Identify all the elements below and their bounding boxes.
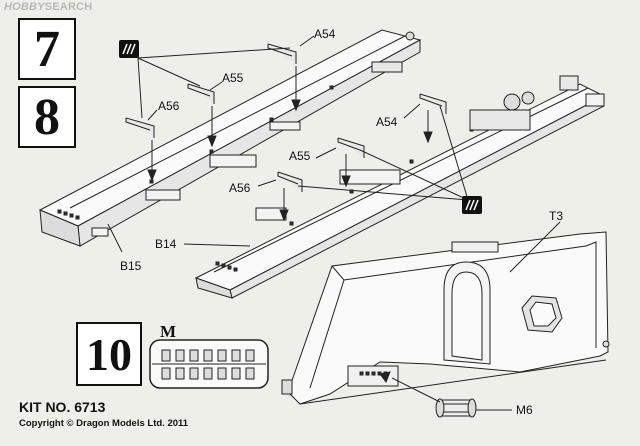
bracket-a54-top [267,43,297,64]
plate-t3-part [281,231,610,405]
glue-leader-5 [359,149,469,201]
glue-leader-6 [297,185,469,201]
leader-b15 [107,223,123,253]
watermark: HOBBYSEARCH [4,1,92,13]
bracket-a56-top [125,117,155,138]
label-a55-bottom: A55 [289,149,311,163]
sprue-letter: M [160,322,177,341]
step-10-label: 10 [86,328,132,380]
label-a56-bottom: A56 [229,181,251,195]
leader-t3 [509,221,561,273]
fender-b14-part [194,75,606,299]
label-m6: M6 [516,403,533,417]
glue-leader-4 [439,105,469,201]
arrow-a56-top [147,140,157,182]
label-a56-top: A56 [158,99,180,113]
watermark-brand: HOBBY [4,1,45,13]
glue-leader-1 [137,47,291,59]
arrow-m6 [379,371,441,403]
step-number-7: 7 [18,18,76,80]
part-m6 [435,398,477,418]
label-t3: T3 [549,209,563,223]
leader-a54-top [299,35,315,47]
step-number-10: 10 [76,322,142,386]
arrow-a56-bottom [279,188,289,222]
bracket-a54-bottom [419,93,447,114]
fender-b15-part [38,29,422,247]
cement-glue-icon [462,196,482,214]
label-a55-top: A55 [222,71,244,85]
leader-b14 [183,243,251,247]
label-b14: B14 [155,237,177,251]
sprue-m-frame [149,339,269,389]
watermark-suffix: SEARCH [44,1,93,13]
leader-a56-top [147,109,158,121]
glue-leader-2 [137,57,201,87]
step-number-8: 8 [18,86,76,148]
label-a54-top: A54 [314,27,336,41]
cement-glue-icon [119,40,139,58]
leader-a54-bottom [403,103,421,119]
step-7-label: 7 [34,20,60,78]
arrow-a54-bottom [423,110,433,144]
bracket-a55-top [187,83,215,104]
arrow-a55-top [207,106,217,148]
copyright: Copyright © Dragon Models Ltd. 2011 [19,418,189,429]
bracket-a55-bottom [337,137,365,158]
label-a54-bottom: A54 [376,115,398,129]
step-8-label: 8 [34,88,60,146]
kit-number: KIT NO. 6713 [19,399,106,415]
arrow-a54-top [291,66,301,112]
glue-leader-3 [137,57,143,119]
label-b15: B15 [120,259,142,273]
leader-a56-bottom [257,179,277,187]
arrow-a55-bottom [341,154,351,188]
leader-a55-bottom [315,147,337,159]
bracket-a56-bottom [277,171,303,192]
leader-a55-top [209,81,223,91]
